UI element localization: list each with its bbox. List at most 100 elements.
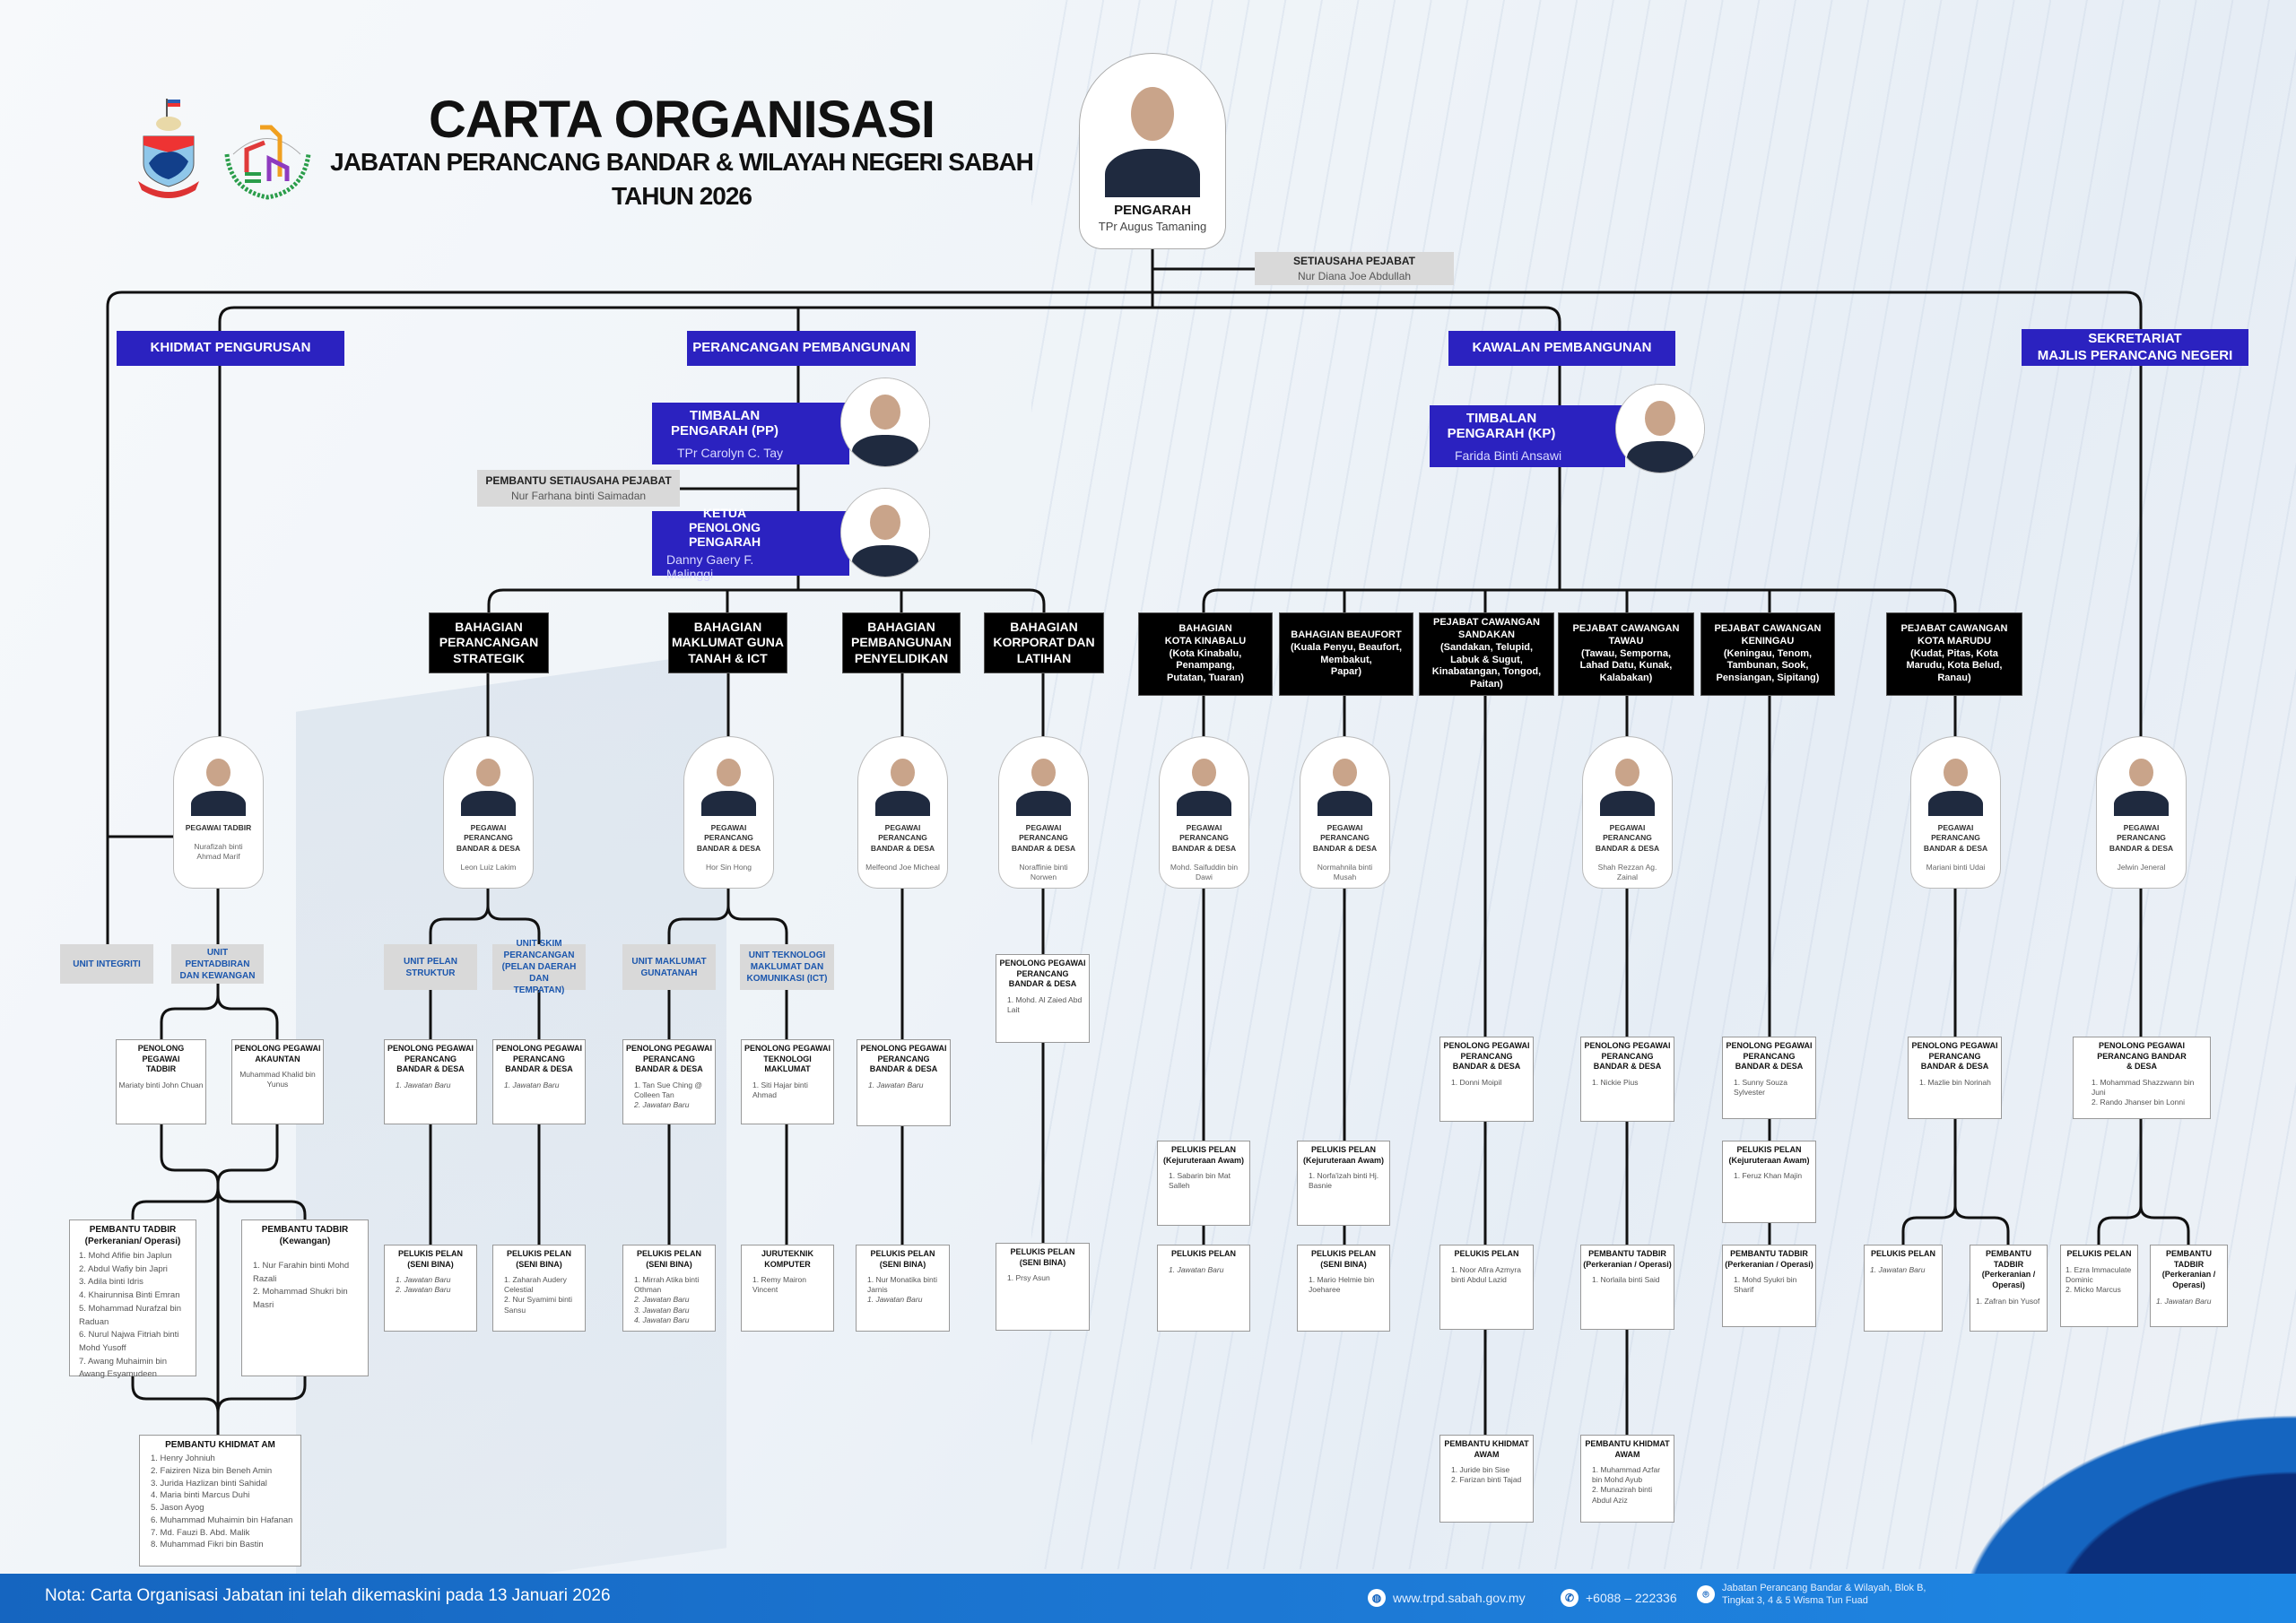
- staff-list-item: 1. Jawatan Baru: [868, 1081, 924, 1090]
- position-title: PELUKIS PELAN (Kejuruteraan Awam): [1162, 1145, 1245, 1165]
- staff-list: 1. Jawatan Baru: [387, 1081, 474, 1090]
- staff-list-item: 1. Norfa'izah binti Hj. Basnie: [1309, 1171, 1379, 1191]
- officer-role: PEGAWAI PERANCANG BANDAR & DESA: [456, 823, 521, 853]
- staff-list: 1. Jawatan Baru: [495, 1081, 583, 1090]
- position-box: PENOLONG PEGAWAI PERANCANG BANDAR & DESA…: [1908, 1037, 2002, 1119]
- officer-photo: [182, 746, 255, 816]
- position-title: PEMBANTU TADBIR (Kewangan): [261, 1225, 349, 1246]
- staff-list-item: 1. Tan Sue Ching @ Colleen Tan: [634, 1081, 703, 1100]
- officer-name: Nurafizah binti Ahmad Marif: [194, 842, 243, 862]
- unit-pelan-struktur: UNIT PELAN STRUKTUR: [384, 944, 477, 990]
- asst-secretary-role: PEMBANTU SETIAUSAHA PEJABAT: [485, 474, 672, 487]
- staff-list: 1. Noor Afira Azmyra binti Abdul Lazid: [1442, 1265, 1531, 1285]
- staff-list-item: 1. Feruz Khan Majin: [1734, 1171, 1803, 1181]
- photo-placeholder: [1616, 385, 1704, 473]
- division-korporat-latihan: BAHAGIAN KORPORAT DAN LATIHAN: [984, 612, 1104, 673]
- staff-list-item: 1. Siti Hajar binti Ahmad: [752, 1081, 808, 1100]
- position-title: PENOLONG PEGAWAI PERANCANG BANDAR & DESA: [860, 1044, 947, 1074]
- position-box: PELUKIS PELAN (Kejuruteraan Awam) 1. Saba…: [1157, 1141, 1250, 1226]
- staff-list: Muhammad Khalid bin Yunus: [234, 1070, 321, 1089]
- staff-list-item: 2. Rando Jhanser bin Lonni: [2092, 1098, 2185, 1107]
- staff-list-item: 1. Prsy Asun: [1007, 1273, 1050, 1283]
- staff-list-item: 1. Zafran bin Yusof: [1976, 1296, 2040, 1306]
- staff-list: 1. Remy Mairon Vincent: [744, 1275, 831, 1295]
- staff-list: 1. Sunny Souza Sylvester: [1725, 1078, 1813, 1098]
- staff-list-item: 1. Nur Monatika binti Jarnis: [867, 1275, 937, 1295]
- staff-list-item: 1. Jawatan Baru: [396, 1081, 451, 1090]
- website-link[interactable]: ◍www.trpd.sabah.gov.my: [1368, 1589, 1526, 1607]
- staff-list-item: 1. Jawatan Baru: [1870, 1264, 1926, 1274]
- unit-pentadbiran-kewangan: UNIT PENTADBIRAN DAN KEWANGAN: [171, 944, 264, 984]
- position-box: PENOLONG PEGAWAI PERANCANG BANDAR & DESA…: [1722, 1037, 1816, 1119]
- staff-list-item: 2. Mohammad Shukri bin Masri: [253, 1287, 348, 1311]
- staff-list: 1. Feruz Khan Majin: [1725, 1171, 1813, 1181]
- section-sekretariat: SEKRETARIAT MAJLIS PERANCANG NEGERI: [2022, 329, 2248, 366]
- position-title: PEMBANTU TADBIR (Perkeranian/ Operasi): [84, 1225, 181, 1246]
- officer-name: Mariani binti Udai: [1926, 863, 1986, 872]
- staff-list-item: 1. Donni Moipil: [1451, 1078, 1502, 1088]
- staff-list-item: 1. Jawatan Baru: [1169, 1264, 1224, 1274]
- staff-list-item: 1. Sunny Souza Sylvester: [1734, 1078, 1788, 1098]
- staff-list-item: 1. Jawatan Baru: [2156, 1296, 2212, 1306]
- officer-photo: [692, 746, 765, 816]
- staff-list-item: 1. Mohammad Shazzwann bin Juni: [2092, 1078, 2195, 1098]
- deputy-pp-name: TPr Carolyn C. Tay: [677, 445, 783, 460]
- staff-list: 1. Donni Moipil: [1442, 1078, 1531, 1088]
- branch-sandakan: PEJABAT CAWANGAN SANDAKAN (Sandakan, Tel…: [1419, 612, 1554, 696]
- position-box: PEMBANTU TADBIR (Perkeranian / Operasi)1…: [1580, 1245, 1674, 1330]
- position-title: PELUKIS PELAN (SENI BINA): [1310, 1249, 1376, 1269]
- page-title: CARTA ORGANISASI: [429, 91, 935, 149]
- staff-list-item: Mariaty binti John Chuan: [118, 1081, 204, 1090]
- update-note: Nota: Carta Organisasi Jabatan ini telah…: [45, 1586, 611, 1605]
- division-perancangan-strategik: BAHAGIAN PERANCANGAN STRATEGIK: [429, 612, 549, 673]
- position-title: PEMBANTU TADBIR (Perkeranian / Operasi): [1981, 1249, 2036, 1290]
- staff-list: 1. Sabarin bin Mat Salleh: [1160, 1171, 1248, 1191]
- staff-list-item: 1. Henry Johniuh: [151, 1454, 215, 1463]
- officer-name: Mohd. Saifuddin bin Dawi: [1170, 863, 1239, 882]
- globe-icon: ◍: [1368, 1589, 1386, 1607]
- staff-list-item: 1. Mohd Afifie bin Japlun: [79, 1251, 172, 1261]
- staff-list: 1. Zafran bin Yusof: [1972, 1297, 2045, 1306]
- position-title: PELUKIS PELAN (SENI BINA): [636, 1249, 701, 1269]
- officer-photo: [1007, 746, 1080, 816]
- position-title: PEMBANTU TADBIR (Perkeranian / Operasi): [1583, 1249, 1672, 1269]
- position-title: PENOLONG PEGAWAI PERANCANG BANDAR & DESA: [1443, 1041, 1530, 1072]
- officer-role: PEGAWAI PERANCANG BANDAR & DESA: [1595, 823, 1660, 853]
- staff-list-item: 2. Jawatan Baru: [396, 1285, 451, 1295]
- position-box: PENOLONG PEGAWAI PERANCANG BANDAR & DESA…: [1439, 1037, 1534, 1122]
- position-title: PEMBANTU KHIDMAT AWAM: [1444, 1439, 1529, 1459]
- position-title: PEMBANTU KHIDMAT AWAM: [1585, 1439, 1670, 1459]
- position-title: PELUKIS PELAN: [1870, 1249, 1935, 1258]
- staff-list-item: Muhammad Khalid bin Yunus: [239, 1070, 316, 1089]
- section-perancangan-pembangunan: PERANCANGAN PEMBANGUNAN: [687, 331, 916, 366]
- officer-photo: [2105, 746, 2178, 816]
- officer-name: Leon Luiz Lakim: [460, 863, 517, 872]
- department-logo: [220, 118, 314, 204]
- position-box: PELUKIS PELAN (Kejuruteraan Awam)1. Feru…: [1722, 1141, 1816, 1223]
- deputy-pp-box: TIMBALAN PENGARAH (PP) TPr Carolyn C. Ta…: [652, 403, 849, 464]
- staff-list-item: 2. Nur Syamimi binti Sansu: [504, 1295, 573, 1315]
- staff-list-item: 7. Awang Muhaimin bin Awang Esyamudeen: [79, 1356, 168, 1380]
- deputy-kp-photo: [1615, 384, 1705, 473]
- officer-role: PEGAWAI PERANCANG BANDAR & DESA: [1171, 823, 1237, 853]
- staff-list: 1. Mazlie bin Norinah: [1910, 1078, 1999, 1088]
- position-box: PELUKIS PELAN (SENI BINA)1. Nur Monatika…: [856, 1245, 950, 1332]
- director-name: TPr Augus Tamaning: [1098, 220, 1207, 233]
- secretary-name: Nur Diana Joe Abdullah: [1297, 270, 1412, 282]
- staff-list: 1. Mohd. Al Zaied Abd Lait: [998, 995, 1087, 1015]
- unit-integriti: UNIT INTEGRITI: [60, 944, 153, 984]
- staff-list: 1. Jawatan Baru: [1160, 1265, 1248, 1275]
